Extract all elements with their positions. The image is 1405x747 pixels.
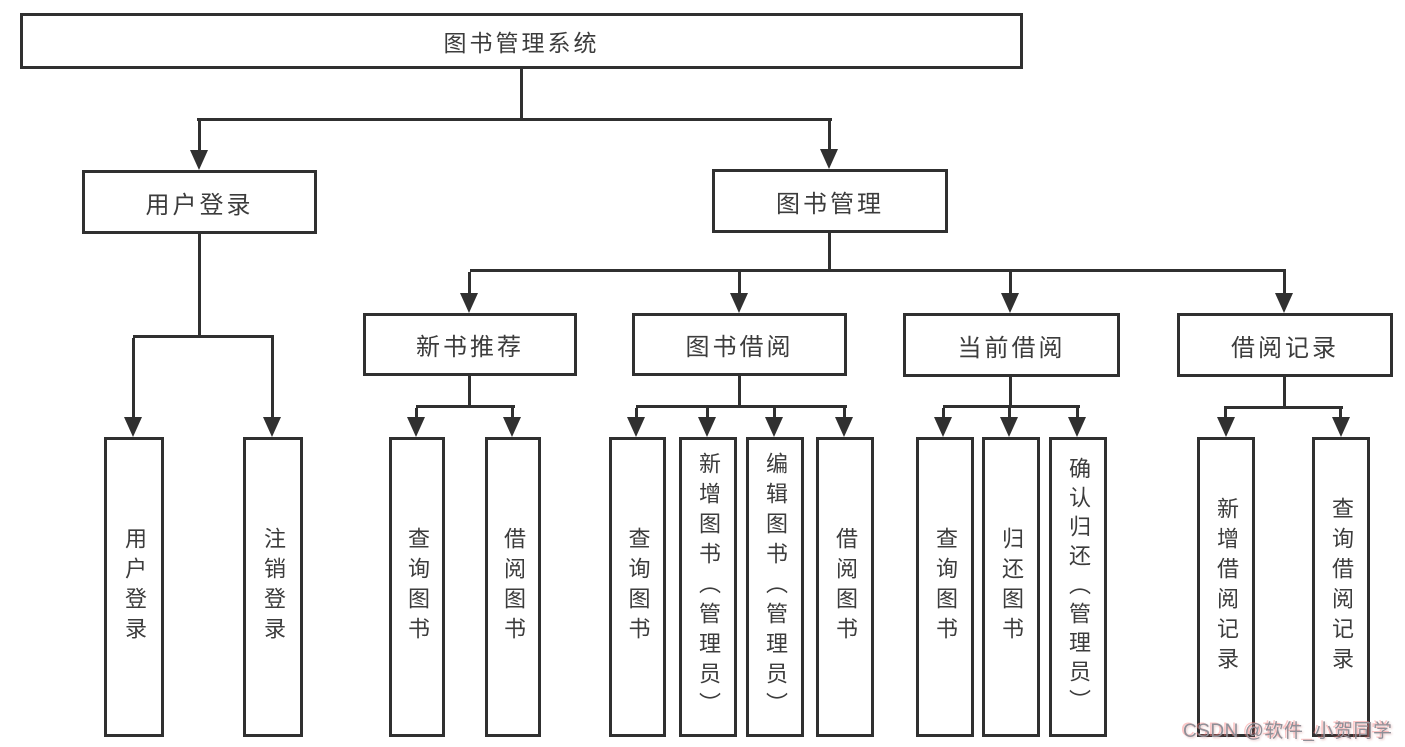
leaf-borrow-book-recommend-label: 借阅图书 xyxy=(501,527,526,647)
connector-line xyxy=(415,408,418,420)
connector-line xyxy=(198,121,201,152)
leaf-add-borrow-record-label: 新增借阅记录 xyxy=(1214,497,1239,677)
connector-arrow xyxy=(503,417,521,437)
connector-line xyxy=(773,408,776,420)
leaf-edit-book-admin: 编辑图书（管理员） xyxy=(746,437,804,737)
leaf-query-book-borrow: 查询图书 xyxy=(609,437,666,737)
leaf-confirm-return-admin: 确认归还（管理员） xyxy=(1049,437,1107,737)
connector-arrow xyxy=(820,149,838,169)
connector-line xyxy=(943,405,1080,408)
connector-line xyxy=(197,118,832,121)
connector-line xyxy=(1224,406,1343,409)
node-current-borrow-label: 当前借阅 xyxy=(957,334,1066,362)
connector-line xyxy=(271,338,274,419)
connector-line xyxy=(468,376,471,405)
connector-line xyxy=(1076,408,1079,420)
connector-arrow xyxy=(460,293,478,313)
connector-arrow xyxy=(1275,293,1293,313)
connector-arrow xyxy=(627,417,645,437)
leaf-query-borrow-record-label: 查询借阅记录 xyxy=(1329,497,1354,677)
connector-arrow xyxy=(765,417,783,437)
leaf-add-borrow-record: 新增借阅记录 xyxy=(1197,437,1255,737)
connector-line xyxy=(1224,409,1227,420)
leaf-add-book-admin: 新增图书（管理员） xyxy=(679,437,737,737)
connector-arrow xyxy=(1332,417,1350,437)
node-user-login: 用户登录 xyxy=(82,170,317,234)
node-book-management-label: 图书管理 xyxy=(776,190,884,218)
connector-line xyxy=(1009,377,1012,405)
leaf-borrow-book-borrow: 借阅图书 xyxy=(816,437,874,737)
connector-line xyxy=(468,272,471,295)
connector-arrow xyxy=(407,417,425,437)
connector-arrow xyxy=(1000,417,1018,437)
leaf-return-book: 归还图书 xyxy=(982,437,1040,737)
connector-line xyxy=(1283,377,1286,406)
node-book-borrow-label: 图书借阅 xyxy=(685,334,794,361)
leaf-query-borrow-record: 查询借阅记录 xyxy=(1312,437,1370,737)
connector-line xyxy=(1009,272,1012,295)
node-root-label: 图书管理系统 xyxy=(443,30,600,56)
connector-line xyxy=(738,272,741,295)
connector-line xyxy=(198,234,201,337)
connector-line xyxy=(1008,408,1011,420)
connector-line xyxy=(1283,272,1286,295)
node-new-book-recommend-label: 新书推荐 xyxy=(416,334,524,361)
connector-arrow xyxy=(1068,417,1086,437)
connector-arrow xyxy=(1217,417,1235,437)
connector-line xyxy=(843,408,846,420)
node-user-login-label: 用户登录 xyxy=(145,191,254,219)
leaf-edit-book-admin-label: 编辑图书（管理员） xyxy=(763,452,788,722)
leaf-borrow-book-borrow-label: 借阅图书 xyxy=(833,527,858,647)
connector-line xyxy=(706,408,709,420)
connector-arrow xyxy=(1001,293,1019,313)
connector-line xyxy=(470,269,1286,272)
connector-arrow xyxy=(124,417,142,437)
node-root: 图书管理系统 xyxy=(20,13,1023,69)
connector-line xyxy=(511,408,514,420)
node-book-management: 图书管理 xyxy=(712,169,948,233)
leaf-query-book-current-label: 查询图书 xyxy=(933,527,958,647)
leaf-add-book-admin-label: 新增图书（管理员） xyxy=(696,452,721,722)
node-borrow-record: 借阅记录 xyxy=(1177,313,1393,377)
connector-line xyxy=(635,408,638,420)
leaf-user-login: 用户登录 xyxy=(104,437,164,737)
connector-arrow xyxy=(263,417,281,437)
leaf-logout-login-label: 注销登录 xyxy=(261,527,286,647)
connector-arrow xyxy=(730,293,748,313)
leaf-confirm-return-admin-label: 确认归还（管理员） xyxy=(1066,456,1091,718)
watermark: CSDN @软件_小贺同学 xyxy=(1183,721,1393,742)
connector-line xyxy=(1339,409,1342,420)
leaf-query-book-recommend-label: 查询图书 xyxy=(405,527,430,647)
connector-line xyxy=(520,69,523,118)
leaf-query-book-borrow-label: 查询图书 xyxy=(625,527,651,647)
connector-arrow xyxy=(835,417,853,437)
connector-line xyxy=(416,405,515,408)
connector-line xyxy=(942,408,945,420)
leaf-borrow-book-recommend: 借阅图书 xyxy=(485,437,541,737)
connector-line xyxy=(636,405,847,408)
connector-line xyxy=(133,335,274,338)
connector-arrow xyxy=(190,150,208,170)
connector-arrow xyxy=(934,417,952,437)
node-borrow-record-label: 借阅记录 xyxy=(1231,334,1339,362)
leaf-user-login-label: 用户登录 xyxy=(122,527,147,647)
connector-line xyxy=(738,376,741,405)
node-new-book-recommend: 新书推荐 xyxy=(363,313,577,376)
leaf-query-book-recommend: 查询图书 xyxy=(389,437,445,737)
leaf-return-book-label: 归还图书 xyxy=(999,527,1024,647)
leaf-logout-login: 注销登录 xyxy=(243,437,303,737)
connector-line xyxy=(828,121,831,151)
node-current-borrow: 当前借阅 xyxy=(903,313,1120,377)
connector-arrow xyxy=(698,417,716,437)
connector-line xyxy=(132,338,135,419)
node-book-borrow: 图书借阅 xyxy=(632,313,847,376)
connector-line xyxy=(828,233,831,269)
leaf-query-book-current: 查询图书 xyxy=(916,437,974,737)
